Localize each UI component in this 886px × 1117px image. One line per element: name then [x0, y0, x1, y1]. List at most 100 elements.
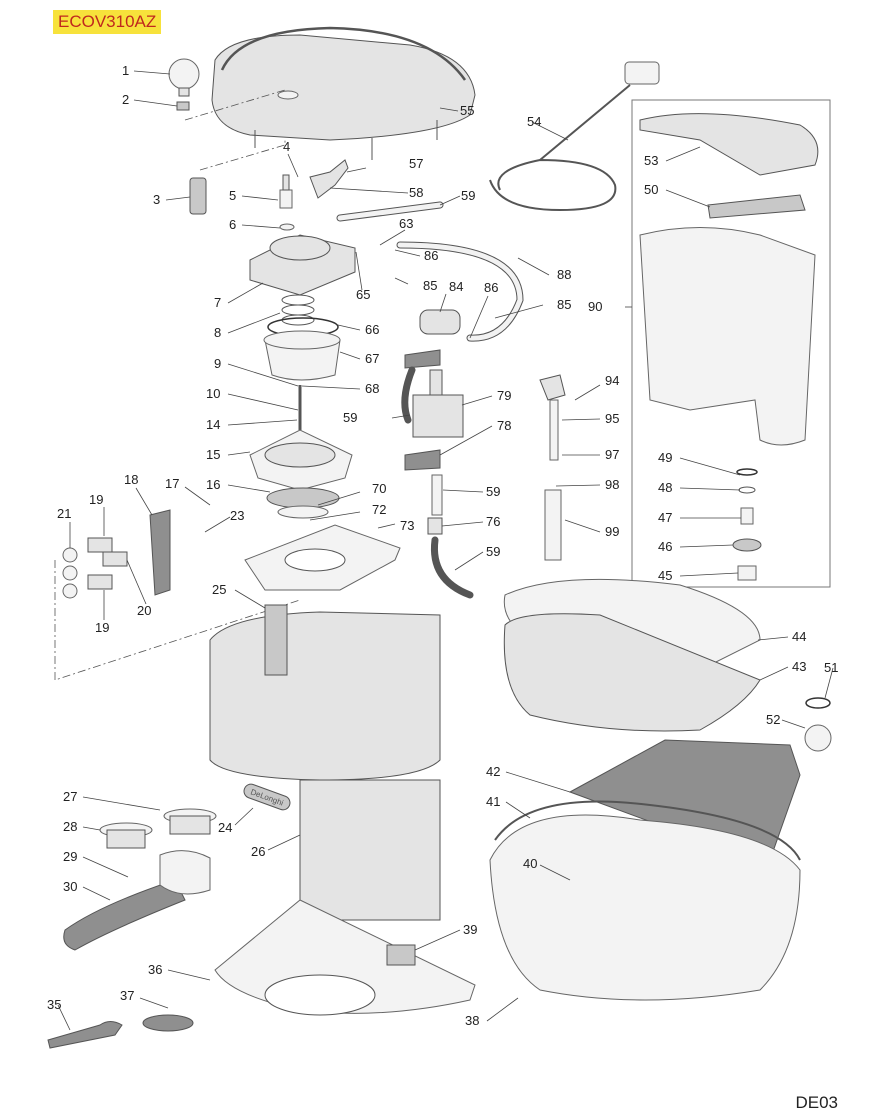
- callout-59-mid: 59: [486, 484, 500, 499]
- callout-41: 41: [486, 794, 500, 809]
- callout-20: 20: [137, 603, 151, 618]
- callout-66: 66: [365, 322, 379, 337]
- leader-lines: [57, 70, 834, 1031]
- callout-24: 24: [218, 820, 232, 835]
- part-spring-small: [176, 101, 190, 111]
- part-body-housing: [209, 604, 476, 1016]
- callout-85-right: 85: [557, 297, 571, 312]
- callout-59-bottom: 59: [486, 544, 500, 559]
- sheet-code: DE03: [795, 1093, 838, 1112]
- callout-25: 25: [212, 582, 226, 597]
- part-valve-84: [419, 309, 461, 335]
- callout-3: 3: [153, 192, 160, 207]
- part-shower: [277, 505, 329, 519]
- part-cup-tray-top: [211, 26, 476, 160]
- callout-19-top: 19: [89, 492, 103, 507]
- part-gasket: [266, 487, 340, 509]
- callout-1: 1: [122, 63, 129, 78]
- callout-86-top: 86: [424, 248, 438, 263]
- part-boiler-cup: [263, 330, 341, 381]
- callout-97: 97: [605, 447, 619, 462]
- callout-85-top: 85: [423, 278, 437, 293]
- part-boiler-base: [249, 429, 353, 491]
- part-spring: [281, 294, 315, 326]
- callout-67: 67: [365, 351, 379, 366]
- callout-38: 38: [465, 1013, 479, 1028]
- callout-95: 95: [605, 411, 619, 426]
- callout-27: 27: [63, 789, 77, 804]
- part-sleeve: [189, 177, 207, 215]
- callout-59-pump-left: 59: [343, 410, 357, 425]
- callout-4: 4: [283, 139, 290, 154]
- callout-54: 54: [527, 114, 541, 129]
- tank-group-box: [631, 99, 831, 588]
- callout-37: 37: [120, 988, 134, 1003]
- part-base-shell: [489, 800, 801, 1001]
- callout-73: 73: [400, 518, 414, 533]
- callout-6: 6: [229, 217, 236, 232]
- callout-16: 16: [206, 477, 220, 492]
- callout-labels: 1 2 3 4 5 6 7 8 9 10 14 15 16 17 18 19 1…: [47, 63, 838, 1028]
- callout-45: 45: [658, 568, 672, 583]
- part-switch-panel: [62, 509, 171, 599]
- callout-35: 35: [47, 997, 61, 1012]
- callout-53: 53: [644, 153, 658, 168]
- callout-90: 90: [588, 299, 602, 314]
- part-boiler-cover: [249, 234, 356, 296]
- callout-28: 28: [63, 819, 77, 834]
- callout-47: 47: [658, 510, 672, 525]
- part-tamper: [142, 1014, 194, 1032]
- callout-7: 7: [214, 295, 221, 310]
- callout-10: 10: [206, 386, 220, 401]
- part-switch-39: [386, 944, 416, 966]
- part-oring-51: [805, 697, 831, 709]
- callout-23: 23: [230, 508, 244, 523]
- callout-17: 17: [165, 476, 179, 491]
- callout-86-right: 86: [484, 280, 498, 295]
- callout-88: 88: [557, 267, 571, 282]
- callout-42: 42: [486, 764, 500, 779]
- callout-51: 51: [824, 660, 838, 675]
- callout-79: 79: [497, 388, 511, 403]
- callout-8: 8: [214, 325, 221, 340]
- callout-65: 65: [356, 287, 370, 302]
- callout-58: 58: [409, 185, 423, 200]
- callout-70: 70: [372, 481, 386, 496]
- callout-63: 63: [399, 216, 413, 231]
- part-steam-wand: [539, 374, 566, 561]
- callout-9: 9: [214, 356, 221, 371]
- part-pump: [404, 349, 464, 535]
- part-drip-grid: [503, 578, 761, 732]
- callout-78: 78: [497, 418, 511, 433]
- callout-99: 99: [605, 524, 619, 539]
- callout-5: 5: [229, 188, 236, 203]
- callout-55: 55: [460, 103, 474, 118]
- model-code-badge: ECOV310AZ: [53, 10, 162, 34]
- callout-68: 68: [365, 381, 379, 396]
- part-knob: [168, 58, 200, 97]
- callout-30: 30: [63, 879, 77, 894]
- callout-15: 15: [206, 447, 220, 462]
- part-steam-valve: [279, 159, 349, 231]
- callout-40: 40: [523, 856, 537, 871]
- part-power-cord: [489, 61, 660, 212]
- callout-52: 52: [766, 712, 780, 727]
- callout-2: 2: [122, 92, 129, 107]
- callout-21: 21: [57, 506, 71, 521]
- callout-36: 36: [148, 962, 162, 977]
- logo-badge: [243, 783, 291, 811]
- callout-94: 94: [605, 373, 619, 388]
- part-portafilter: [63, 808, 217, 951]
- callout-44: 44: [792, 629, 806, 644]
- callout-46: 46: [658, 539, 672, 554]
- callout-19-bottom: 19: [95, 620, 109, 635]
- callout-50: 50: [644, 182, 658, 197]
- callout-29: 29: [63, 849, 77, 864]
- callout-43: 43: [792, 659, 806, 674]
- callout-48: 48: [658, 480, 672, 495]
- callout-26: 26: [251, 844, 265, 859]
- callout-57: 57: [409, 156, 423, 171]
- part-float: [804, 724, 832, 752]
- callout-72: 72: [372, 502, 386, 517]
